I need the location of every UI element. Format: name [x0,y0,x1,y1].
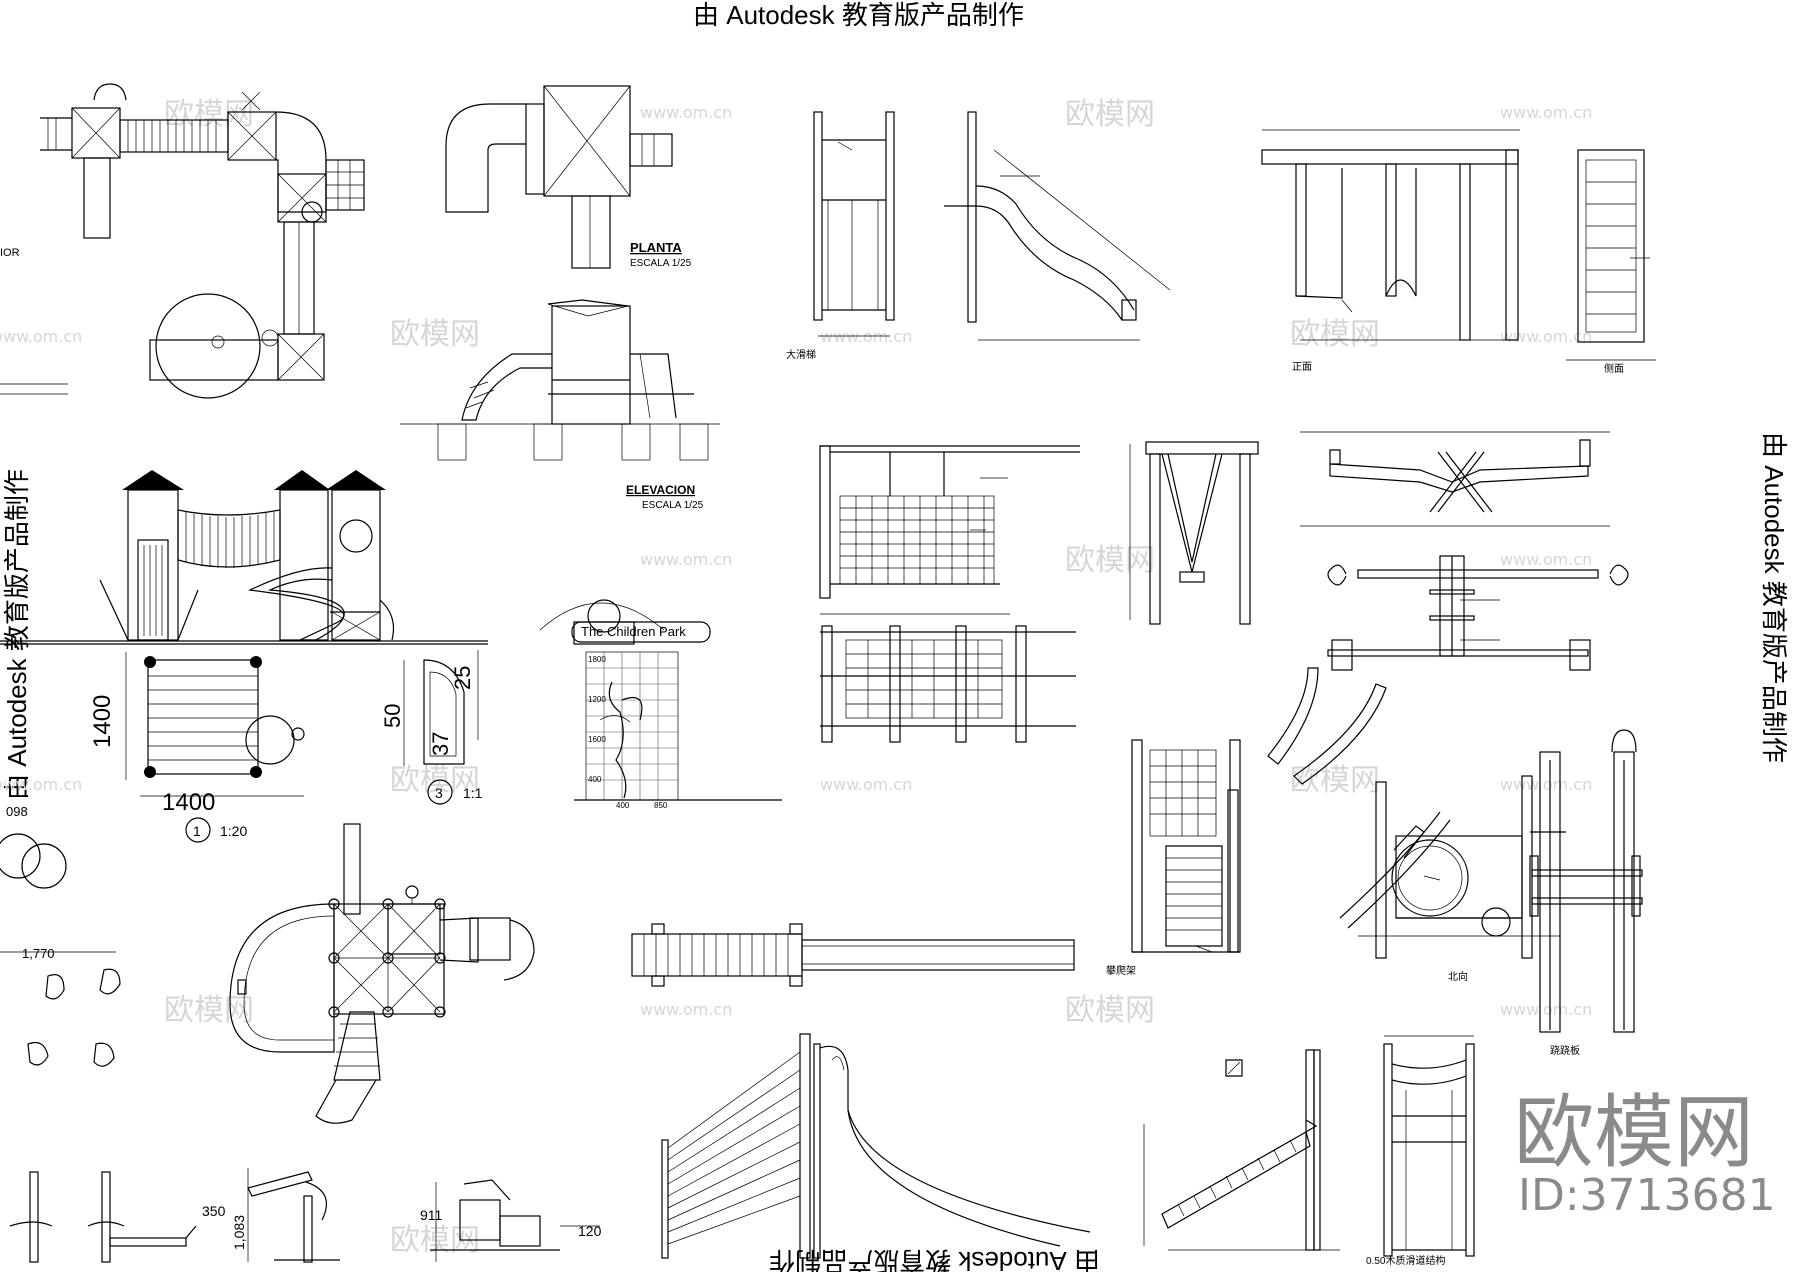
tube-slide-drawing: 北向 [1339,775,1566,983]
svg-text:www.om.cn: www.om.cn [0,327,82,346]
bridge-plan [631,923,1075,987]
fitness-equipment: 350 1,083 911 120 [9,1168,602,1263]
dim-50: 50 [380,704,405,728]
swing-side-caption: 侧面 [1604,362,1624,375]
svg-text:850: 850 [654,801,668,810]
detail-3-profile: 50 25 37 3 1:1 [380,650,483,805]
dim-350: 350 [202,1203,226,1219]
a-frame-swing [1129,441,1259,625]
seesaw-drawing [1300,431,1629,671]
watermark-bottom: 由 Autodesk 教育版产品制作 [769,1246,1100,1272]
svg-text:1600: 1600 [588,735,606,744]
left-edge-details: 098 1,770 [0,804,121,1067]
svg-text:欧模网: 欧模网 [1065,993,1155,1028]
climb-frame-drawing: 攀爬架 [1106,667,1387,977]
tower-elevation [0,470,488,645]
site-watermarks: 欧模网 欧模网 欧模网 欧模网 欧模网 欧模网 欧模网 欧模网 欧模网 欧模网 … [0,97,1592,1258]
climb-caption: 攀爬架 [1106,964,1136,977]
planta-plan: PLANTA ESCALA 1/25 [445,85,692,269]
svg-text:www.om.cn: www.om.cn [1500,103,1592,122]
svg-text:www.om.cn: www.om.cn [1500,550,1592,569]
detail-1-number: 1 [193,823,201,839]
svg-text:www.om.cn: www.om.cn [1500,775,1592,794]
svg-text:1200: 1200 [588,695,606,704]
bottom-caption: 0.50木质滑道结构 [1366,1254,1445,1267]
detail-1-scale: 1:20 [220,823,247,839]
svg-text:www.om.cn: www.om.cn [1500,327,1592,346]
annotation-leaders [837,141,1650,953]
dim-120: 120 [578,1223,602,1239]
svg-text:www.om.cn: www.om.cn [1500,1000,1592,1019]
swing-front-caption: 正面 [1292,362,1312,373]
slide-caption: 大滑梯 [786,348,816,361]
svg-text:400: 400 [616,801,630,810]
svg-text:www.om.cn: www.om.cn [640,103,732,122]
seesaw-caption: 跷跷板 [1550,1044,1580,1057]
svg-text:欧模网: 欧模网 [164,993,254,1028]
planta-scale: ESCALA 1/25 [630,258,692,269]
modular-play-plan [229,823,535,1124]
large-slide-perspective [661,1033,1091,1259]
svg-text:欧模网: 欧模网 [390,317,480,352]
svg-text:www.om.cn: www.om.cn [640,550,732,569]
seesaw-plan-vertical: 跷跷板 [1529,729,1643,1057]
svg-text:欧模网: 欧模网 [1290,317,1380,352]
watermark-left: 由 Autodesk 教育版产品制作 [2,469,32,800]
dim-1083: 1,083 [231,1215,247,1250]
elevacion-title: ELEVACION [626,483,695,497]
svg-text:欧模网: 欧模网 [1065,543,1155,578]
dim-1770: 1,770 [22,946,55,961]
dim-911: 911 [420,1207,443,1223]
big-slide-drawing: 大滑梯 [786,111,1171,361]
svg-text:1800: 1800 [588,655,606,664]
elevacion-scale: ESCALA 1/25 [642,500,704,511]
detail-3-scale: 1:1 [463,785,483,801]
north-caption: 北向 [1448,970,1468,983]
svg-text:欧模网: 欧模网 [1290,763,1380,798]
swing-set-drawing: 正面 侧面 [1261,129,1656,375]
children-park-text: The Children Park [581,624,686,639]
dim-25: 25 [450,666,475,690]
playground-plan-topleft: IOR [0,83,365,399]
dim-098: 098 [6,804,28,819]
brand-logo-text: 欧模网 [1514,1086,1754,1179]
dim-1400-vertical: 1400 [89,695,116,748]
dim-37: 37 [428,732,453,756]
planta-title: PLANTA [630,240,682,255]
svg-text:www.om.cn: www.om.cn [640,1000,732,1019]
watermark-top: 由 Autodesk 教育版产品制作 [693,0,1024,30]
brand-logo: 欧模网 ID:3713681 [1514,1086,1776,1221]
elevacion-drawing: ELEVACION ESCALA 1/25 [400,299,720,511]
detail-3-number: 3 [435,785,443,801]
svg-text:www.om.cn: www.om.cn [820,775,912,794]
brand-id: ID:3713681 [1518,1170,1776,1221]
detail-1-square: 1400 1400 1 1:20 [89,652,305,843]
wood-slide-section: 0.50木质滑道结构 [1143,1035,1475,1267]
watermark-right: 由 Autodesk 教育版产品制作 [1759,432,1789,763]
svg-text:IOR: IOR [0,247,20,259]
children-park-sign: The Children Park 1800 1200 1600 400 400… [539,599,782,810]
svg-text:欧模网: 欧模网 [1065,97,1155,132]
net-climber-drawing [819,445,1080,743]
svg-text:www.om.cn: www.om.cn [820,327,912,346]
svg-text:www.om.cn: www.om.cn [0,775,82,794]
svg-text:欧模网: 欧模网 [164,97,254,132]
svg-text:400: 400 [588,775,602,784]
dim-1400-horizontal: 1400 [162,789,215,816]
